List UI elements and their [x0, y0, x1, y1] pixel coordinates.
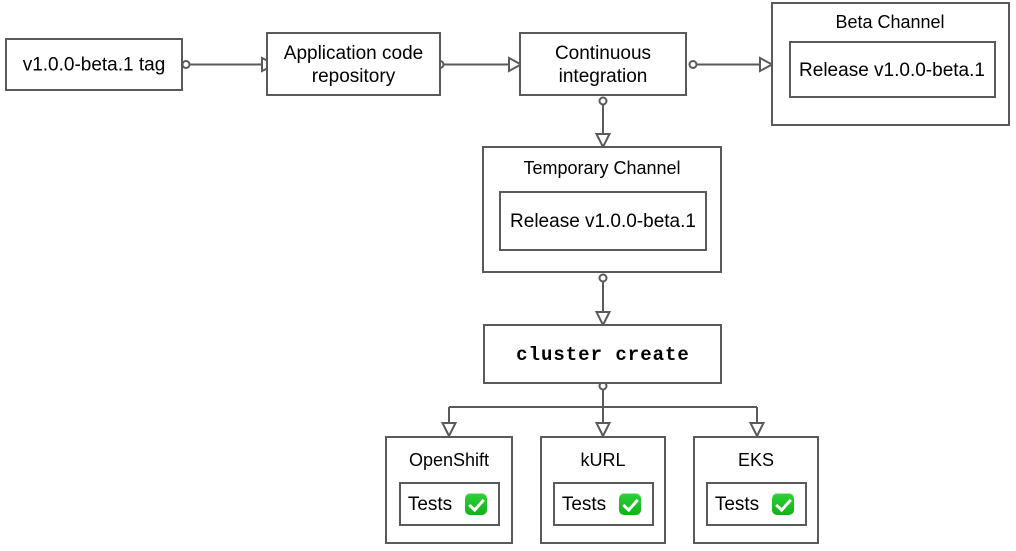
node-eks-tests-label: Tests: [715, 494, 759, 515]
node-repo-label-line1: Application code: [284, 43, 423, 64]
node-temporary-channel[interactable]: Temporary Channel Release v1.0.0-beta.1: [482, 146, 722, 273]
node-openshift[interactable]: OpenShift Tests: [385, 436, 513, 544]
node-temporary-channel-title: Temporary Channel: [523, 158, 680, 178]
node-ci-label-line2: integration: [559, 66, 648, 87]
edge-tag-to-repo: [181, 56, 278, 73]
edge-repo-to-ci: [435, 56, 524, 73]
node-kurl[interactable]: kURL Tests: [540, 436, 666, 544]
node-kurl-tests-label: Tests: [562, 494, 606, 515]
node-beta-channel-release-label: Release v1.0.0-beta.1: [799, 60, 985, 81]
node-eks[interactable]: EKS Tests: [693, 436, 819, 544]
node-eks-title: EKS: [738, 450, 774, 470]
node-beta-channel[interactable]: Beta Channel Release v1.0.0-beta.1: [771, 2, 1010, 126]
node-application-code-repository[interactable]: Application code repository: [266, 32, 441, 96]
node-tag-label: v1.0.0-beta.1 tag: [23, 55, 166, 76]
node-kurl-title: kURL: [580, 450, 625, 470]
node-beta-channel-title: Beta Channel: [835, 12, 944, 32]
node-ci-label-line1: Continuous: [555, 43, 651, 64]
node-continuous-integration[interactable]: Continuous integration: [519, 32, 687, 96]
node-cluster-create-label: cluster create: [516, 344, 690, 366]
node-repo-label-line2: repository: [312, 66, 396, 87]
check-green-icon: [772, 493, 794, 515]
check-green-icon: [619, 493, 641, 515]
edge-temporary-channel-to-cluster-create: [594, 273, 612, 328]
node-openshift-title: OpenShift: [409, 450, 489, 470]
edge-cluster-create-branch-bus: [440, 381, 766, 439]
edge-ci-to-beta-channel: [688, 56, 775, 73]
node-tag[interactable]: v1.0.0-beta.1 tag: [5, 38, 183, 91]
check-green-icon: [465, 493, 487, 515]
edge-ci-to-temporary-channel: [594, 96, 612, 150]
node-openshift-tests-label: Tests: [408, 494, 452, 515]
node-temporary-channel-release-label: Release v1.0.0-beta.1: [510, 211, 696, 232]
node-cluster-create[interactable]: cluster create: [483, 324, 722, 384]
